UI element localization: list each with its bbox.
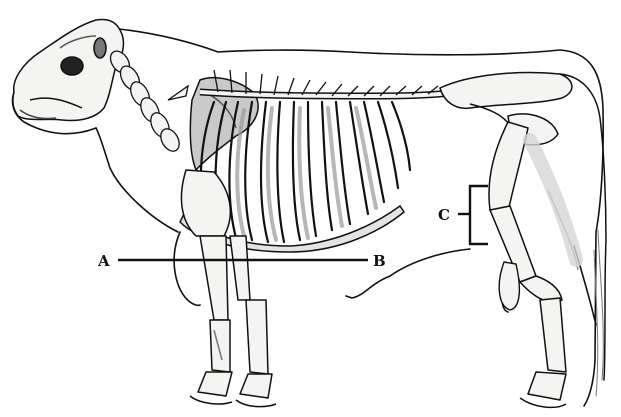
neck-vertebrae bbox=[107, 48, 188, 155]
skull bbox=[13, 19, 124, 120]
label-a: A bbox=[97, 252, 110, 270]
spine bbox=[200, 70, 475, 96]
udder bbox=[499, 262, 519, 310]
label-c: C bbox=[438, 206, 450, 224]
bracket-c bbox=[458, 186, 488, 244]
hind-leg bbox=[489, 122, 578, 407]
label-b: B bbox=[373, 252, 386, 270]
hind-shading bbox=[530, 140, 576, 260]
rib-shading bbox=[237, 108, 376, 240]
